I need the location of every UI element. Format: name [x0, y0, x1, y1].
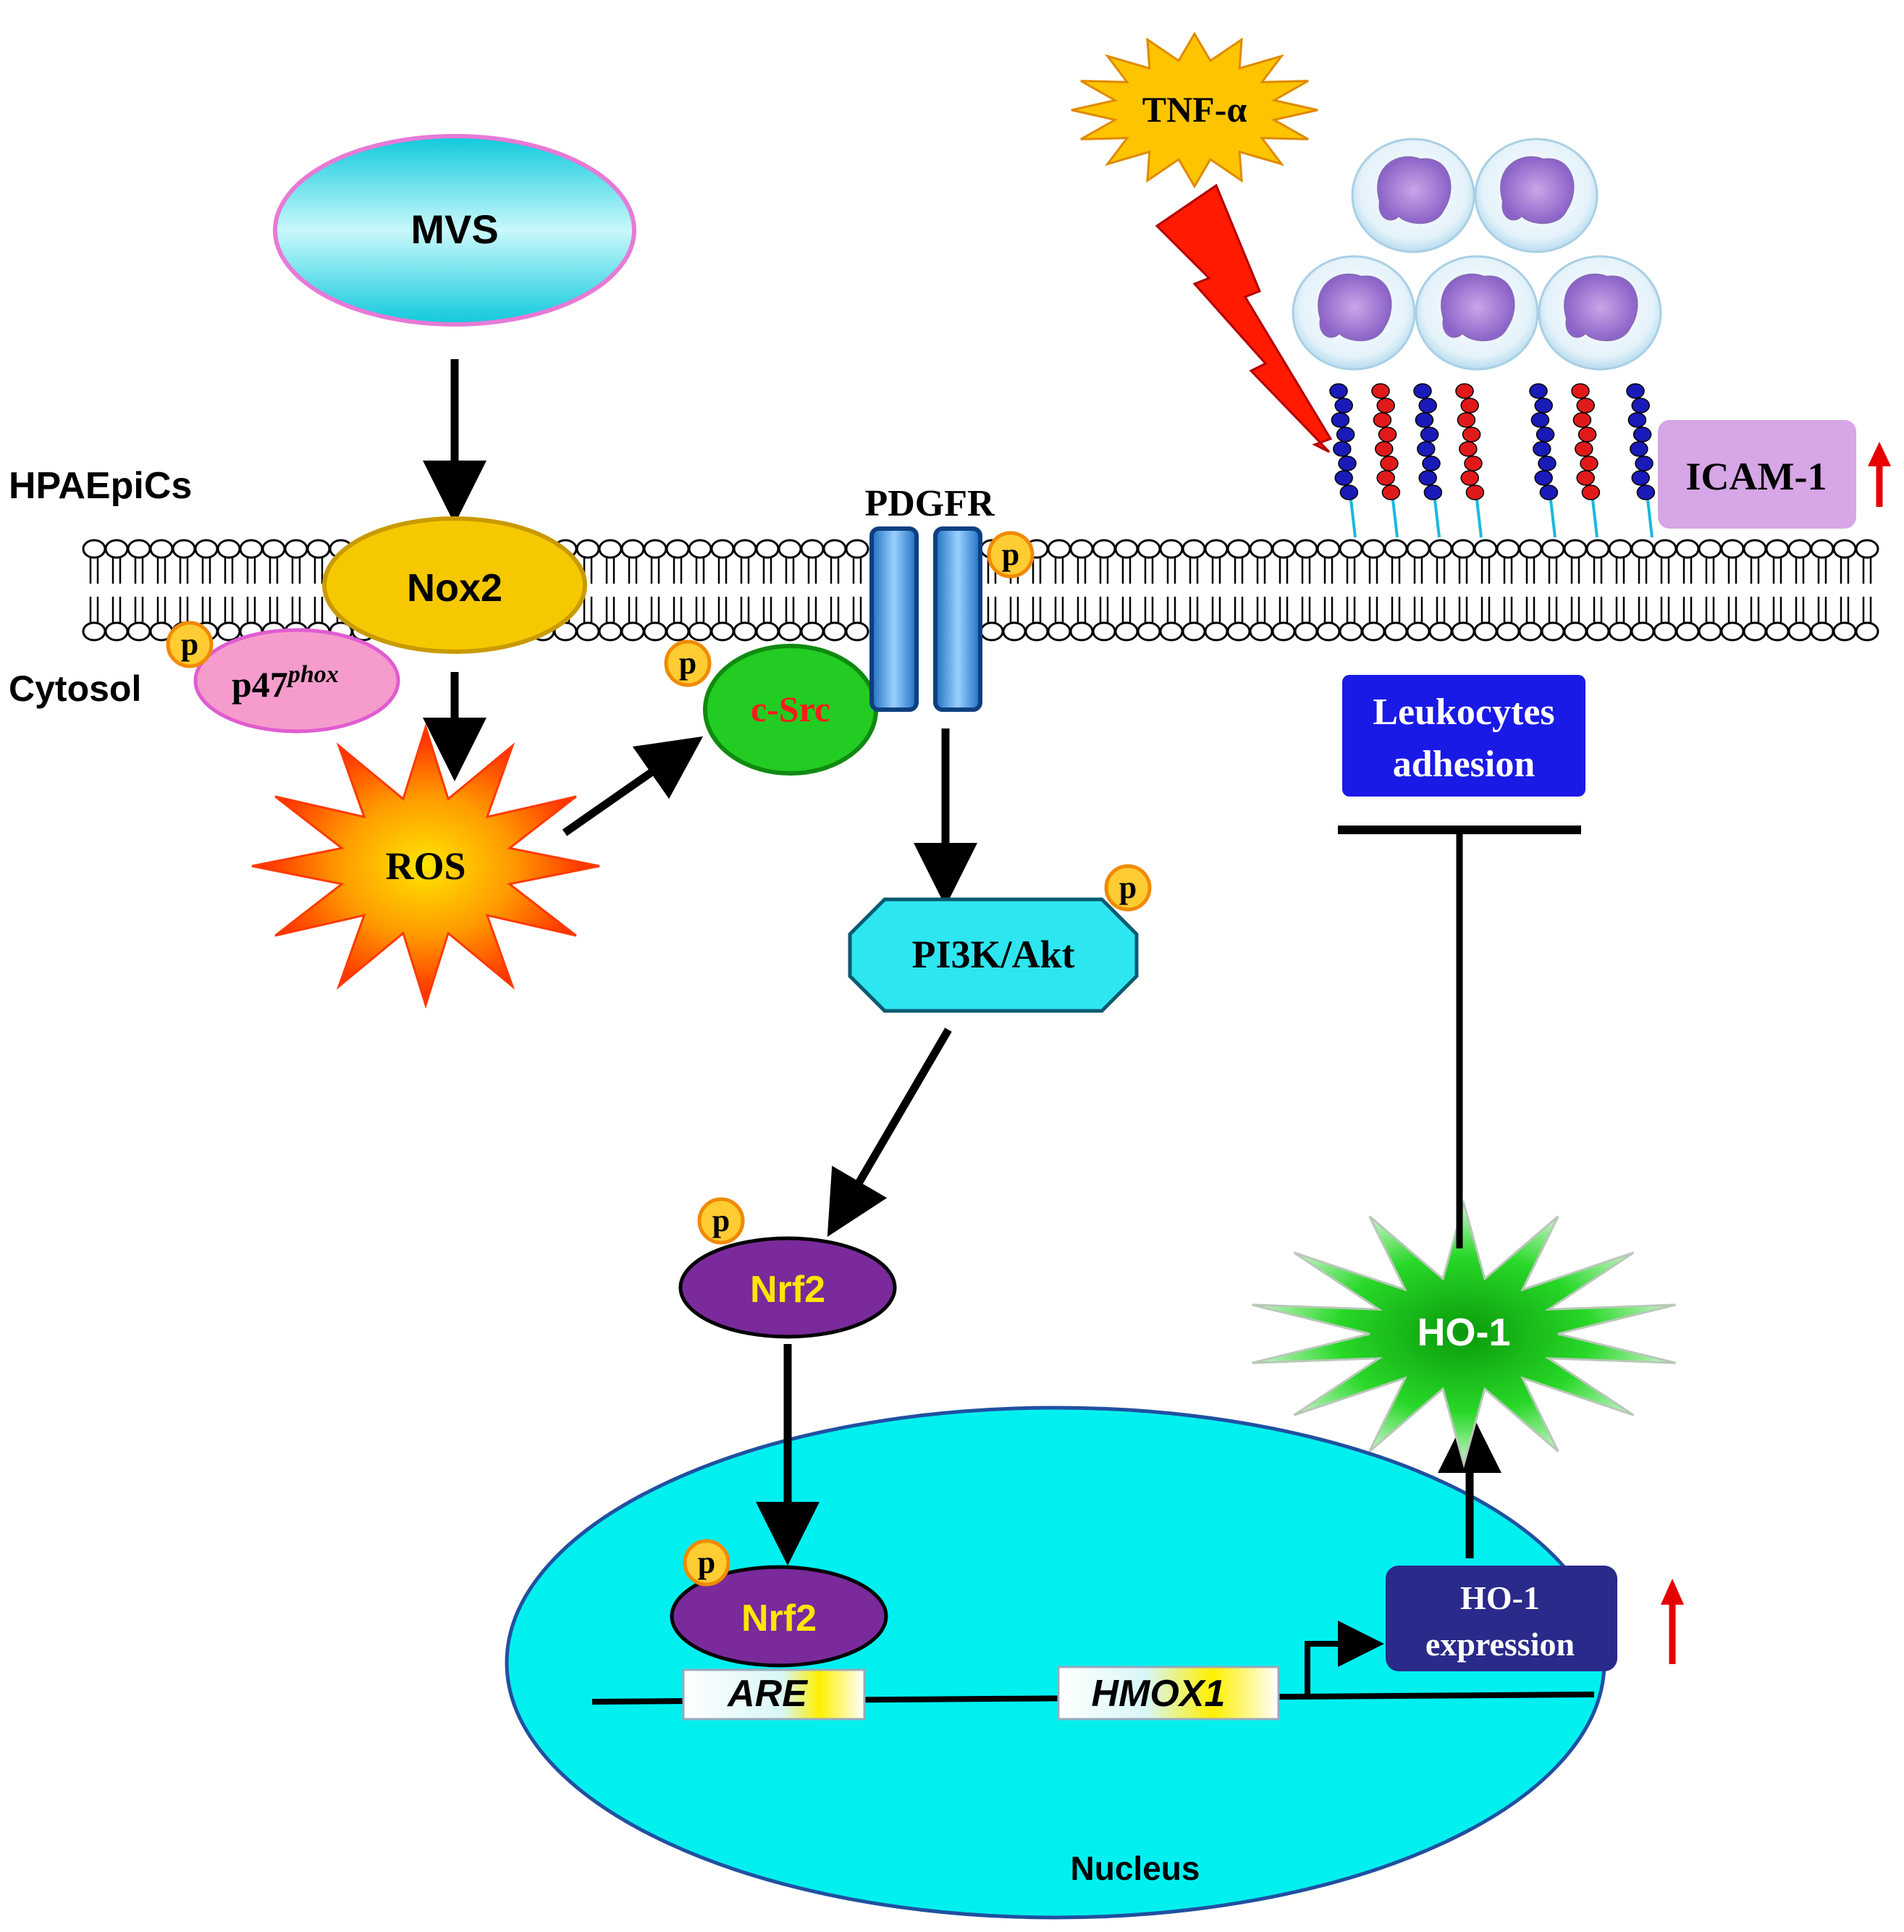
leukocyte-cell	[1538, 255, 1662, 371]
ros-starburst	[251, 723, 600, 1009]
icam1-chains	[1329, 383, 1656, 538]
p47phox-node	[193, 628, 400, 734]
svg-text:p: p	[181, 626, 198, 662]
ros-label: ROS	[385, 844, 466, 888]
pdgfr-subunit-right	[933, 526, 982, 712]
leukocyte-cell	[1474, 138, 1598, 253]
ho1-label: HO-1	[1417, 1311, 1510, 1354]
arrow-pi3k-to-nrf2	[827, 1028, 952, 1237]
nox2-node	[322, 516, 587, 654]
phospho-badge-nrf2-nucleus: p	[683, 1539, 730, 1587]
leukocyte-adhesion-line2: adhesion	[1393, 744, 1536, 785]
nox2-label: Nox2	[407, 566, 502, 610]
ho1-expression-line1: HO-1	[1460, 1579, 1540, 1616]
icam1-box	[1658, 420, 1856, 529]
mvs-node	[273, 134, 636, 327]
nrf2-cytosol-label: Nrf2	[750, 1269, 825, 1311]
icam1-chain	[1455, 383, 1485, 538]
mvs-label: MVS	[410, 206, 498, 252]
leukocyte-cells	[1292, 138, 1662, 371]
transcription-arrow	[1305, 1621, 1384, 1696]
svg-text:p: p	[1002, 537, 1019, 572]
tnf-alpha-label: TNF-α	[1142, 89, 1247, 130]
phospho-badge-csrc: p	[664, 639, 712, 687]
phospho-badge-pi3k: p	[1104, 864, 1152, 912]
upregulation-arrow-icam1	[1868, 442, 1891, 507]
svg-text:p: p	[712, 1203, 730, 1238]
ho1-starburst	[1252, 1199, 1676, 1469]
icam1-chain	[1413, 383, 1443, 538]
phospho-badge-nrf2-cytosol: p	[697, 1197, 745, 1245]
pi3k-akt-label: PI3K/Akt	[911, 933, 1074, 976]
leukocyte-cell	[1351, 138, 1475, 253]
ho1-expression-box	[1386, 1566, 1617, 1671]
leukocyte-cell	[1415, 255, 1539, 371]
tnf-alpha-starburst	[1071, 31, 1318, 189]
p47phox-label: p47phox	[232, 661, 339, 705]
upregulation-arrow-ho1	[1661, 1579, 1684, 1664]
ho1-expression-line2: expression	[1425, 1626, 1575, 1663]
pi3k-akt-node	[848, 897, 1139, 1013]
arrow-ros-to-csrc	[562, 736, 704, 836]
inhibition-ho1-to-adhesion	[1338, 826, 1581, 1248]
icam1-chain	[1571, 383, 1601, 538]
cytosol-label: Cytosol	[9, 668, 141, 709]
nucleus-label: Nucleus	[1071, 1849, 1200, 1887]
nrf2-nucleus-label: Nrf2	[741, 1597, 817, 1639]
csrc-label: c-Src	[751, 689, 830, 729]
svg-text:p: p	[679, 645, 696, 681]
leukocyte-adhesion-line1: Leukocytes	[1373, 692, 1554, 733]
cell-type-label: HPAEpiCs	[9, 465, 192, 507]
svg-text:p: p	[1119, 870, 1137, 905]
icam1-chain	[1371, 383, 1401, 538]
phospho-badge-pdgfr: p	[987, 531, 1035, 579]
leukocyte-adhesion-box	[1342, 675, 1585, 797]
icam1-chain	[1626, 383, 1656, 538]
hmox1-gene	[1057, 1666, 1280, 1721]
nrf2-cytosol-node	[678, 1236, 897, 1339]
icam1-label: ICAM-1	[1686, 455, 1827, 498]
icam1-chain	[1529, 383, 1559, 538]
icam1-chain	[1329, 383, 1359, 538]
are-label: ARE	[726, 1673, 808, 1715]
are-element	[682, 1668, 866, 1721]
hmox1-label: HMOX1	[1092, 1673, 1226, 1715]
lightning-bolt-icon	[1155, 183, 1333, 453]
svg-text:p: p	[698, 1545, 715, 1580]
pdgfr-subunit-left	[869, 526, 919, 712]
leukocyte-cell	[1292, 255, 1416, 371]
pdgfr-label: PDGFR	[864, 483, 995, 524]
phospho-badge-p47: p	[166, 621, 214, 668]
nrf2-nucleus-node	[670, 1565, 888, 1668]
